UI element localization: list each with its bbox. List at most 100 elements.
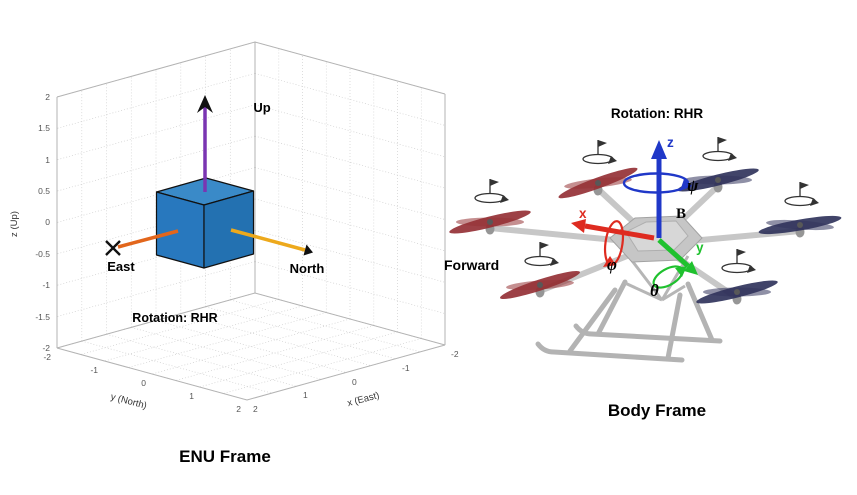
landing-gear [535,279,723,363]
yaw-arrowhead [680,179,692,191]
grid-line [199,331,398,388]
rotor-hub [595,180,601,186]
x-axis-line [584,223,655,241]
z-tick: 1.5 [38,123,50,133]
pitch-rotation-arrow [652,265,687,289]
z-axis-label: z (Up) [9,211,20,237]
z-tick: -2 [42,343,50,353]
east-arrow-line [117,229,179,249]
grid-line [223,338,422,394]
grid-line [131,327,322,380]
spin-flag [800,182,809,189]
y-tick: -2 [43,352,51,362]
north-label: North [290,261,325,276]
roll-arrowhead [603,256,616,267]
east-label: East [107,259,135,274]
roll-angle-label: φ [607,255,617,274]
spin-direction-arrow [721,262,753,274]
spin-flag [490,179,499,186]
grid-line [56,261,256,317]
grid-line [151,318,351,375]
grid-line [254,229,446,283]
body-frame-origin-label: B [676,206,686,222]
body-y-axis-arrow [657,238,698,275]
up-arrow [197,95,213,192]
spin-arrowhead [500,195,509,203]
body-x-label: x [579,206,587,221]
roll-rotation-arrow [603,220,625,267]
rotor-hub [734,289,740,295]
y-tick-labels: -2 -1 0 1 2 [43,352,241,414]
spin-arrowhead [747,265,756,273]
grid-line [230,299,421,353]
yaw-ellipse [622,172,690,194]
spin-arrowhead [810,198,819,206]
enu-plot: 2 1.5 1 0.5 0 -0.5 -1 -1.5 -2 -2 -1 0 1 … [9,41,459,414]
enu-frame-title: ENU Frame [179,447,271,466]
grid-line [56,104,256,161]
z-tick: -0.5 [35,249,50,259]
spin-direction-arrow [524,255,556,267]
spin-direction-arrow [702,150,734,162]
y-tick: 2 [236,404,241,414]
body-truss [624,255,690,302]
body-frame-title: Body Frame [607,401,707,420]
pitch-angle-label: θ [650,281,659,300]
spin-flag [540,242,549,249]
body-frame-illustration: Rotation: RHR z x y ψ φ θ B Forward [444,106,842,363]
up-arrow-marker [197,95,213,113]
y-tick: 1 [189,391,194,401]
rotor-hub [537,282,543,288]
hexacopter [449,137,842,363]
body-z-axis-arrow [651,140,667,238]
north-arrow-marker [303,244,313,256]
spin-arrowhead [608,156,617,164]
grid-line [81,340,272,394]
x-tick: 2 [253,404,258,414]
forward-label: Forward [444,257,499,273]
cube [155,177,255,269]
z-tick: 2 [45,92,50,102]
east-arrow-marker [105,240,121,256]
rotor-hub [797,222,803,228]
spin-direction-arrow [582,153,614,165]
spin-arrowhead [728,153,737,161]
spin-flag [737,249,746,256]
rotor-hub [715,177,721,183]
spin-flag [598,140,607,147]
grid-line [56,73,256,129]
x-tick: -2 [451,349,459,359]
x-arrowhead [571,219,586,233]
grid-line [175,325,374,381]
body-rotation-note: Rotation: RHR [611,106,703,121]
body-y-label: y [696,240,704,255]
spin-direction-arrow [784,195,816,207]
y-tick: -1 [90,365,98,375]
grid-line [254,104,446,158]
x-tick: 1 [303,390,308,400]
grid-line [56,135,256,192]
z-tick: 0.5 [38,186,50,196]
y-arrowhead [684,261,698,275]
z-tick-labels: 2 1.5 1 0.5 0 -0.5 -1 -1.5 -2 [35,92,50,353]
landing-gear-legs [567,279,715,361]
y-tick: 0 [141,378,146,388]
east-arrow [105,229,179,256]
rotor-hub [487,219,493,225]
x-tick: 0 [352,377,357,387]
grid-line [56,229,256,286]
y-axis-line [657,238,690,268]
x-axis-label: x (East) [346,390,380,409]
grid-line [106,333,297,387]
z-tick: -1.5 [35,312,50,322]
z-tick: 1 [45,155,50,165]
body-x-axis-arrow [571,219,655,241]
north-arrow [230,228,313,256]
spin-arrowhead [550,258,559,266]
x-tick: -1 [402,363,410,373]
grid-line [254,261,446,314]
grid-line [128,312,327,368]
pitch-arrowhead [675,266,687,277]
rotors [449,137,842,305]
